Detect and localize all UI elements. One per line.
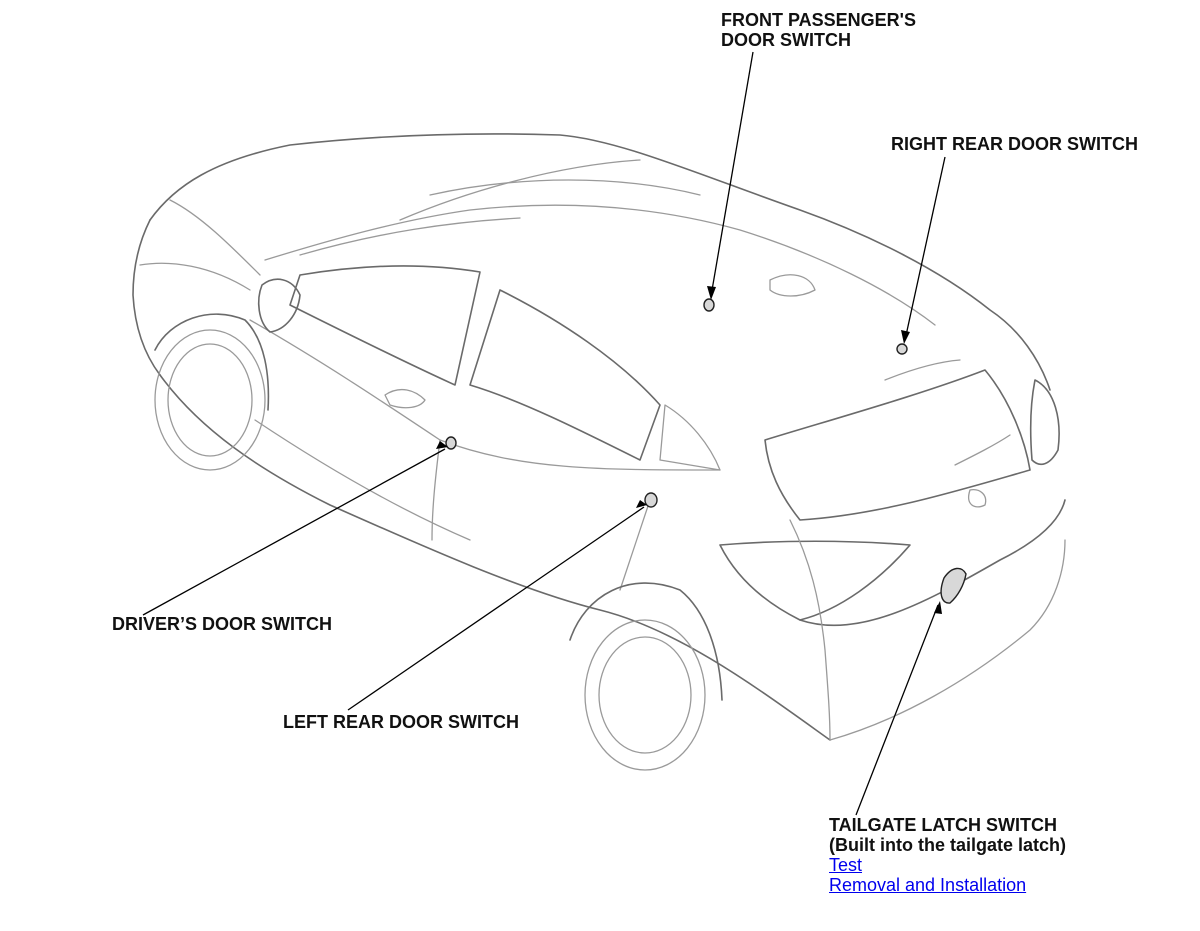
leader-tailgate bbox=[855, 604, 939, 816]
arrowhead-tailgate bbox=[934, 601, 942, 614]
arrowhead-front-passenger bbox=[707, 286, 716, 300]
left-rear-door-switch-label: LEFT REAR DOOR SWITCH bbox=[283, 712, 519, 732]
arrowhead-left-rear bbox=[636, 500, 647, 508]
left-rear-label-text: LEFT REAR DOOR SWITCH bbox=[283, 712, 519, 732]
arrowhead-right-rear bbox=[901, 330, 910, 344]
right-rear-switch-icon bbox=[896, 343, 908, 355]
vehicle-outline bbox=[132, 133, 1066, 771]
left-rear-switch-icon bbox=[644, 492, 658, 508]
tailgate-label-line1: TAILGATE LATCH SWITCH bbox=[829, 815, 1057, 835]
leader-right-rear bbox=[904, 156, 946, 341]
leader-driver bbox=[142, 448, 446, 616]
front-passenger-door-switch-label: FRONT PASSENGER'S DOOR SWITCH bbox=[721, 10, 916, 50]
right-rear-label-text: RIGHT REAR DOOR SWITCH bbox=[891, 134, 1138, 154]
test-link[interactable]: Test bbox=[829, 855, 863, 875]
tailgate-label-line2: (Built into the tailgate latch) bbox=[829, 835, 1066, 855]
front-passenger-label-line2: DOOR SWITCH bbox=[721, 30, 851, 50]
right-rear-door-switch-label: RIGHT REAR DOOR SWITCH bbox=[891, 134, 1138, 154]
tailgate-latch-switch-label: TAILGATE LATCH SWITCH (Built into the ta… bbox=[829, 815, 1066, 895]
switch-markers bbox=[445, 298, 967, 604]
front-passenger-switch-icon bbox=[703, 298, 715, 312]
tailgate-latch-icon bbox=[940, 567, 967, 604]
arrowhead-driver bbox=[436, 441, 448, 449]
leader-lines bbox=[142, 51, 946, 816]
leader-left-rear bbox=[347, 506, 645, 711]
driver-label-text: DRIVER’S DOOR SWITCH bbox=[112, 614, 333, 634]
removal-and-installation-link[interactable]: Removal and Installation bbox=[829, 875, 1027, 895]
front-passenger-label-line1: FRONT PASSENGER'S bbox=[721, 10, 916, 30]
leader-front-passenger bbox=[710, 51, 754, 297]
driver-switch-icon bbox=[445, 436, 457, 450]
driver-door-switch-label: DRIVER’S DOOR SWITCH bbox=[112, 614, 332, 634]
